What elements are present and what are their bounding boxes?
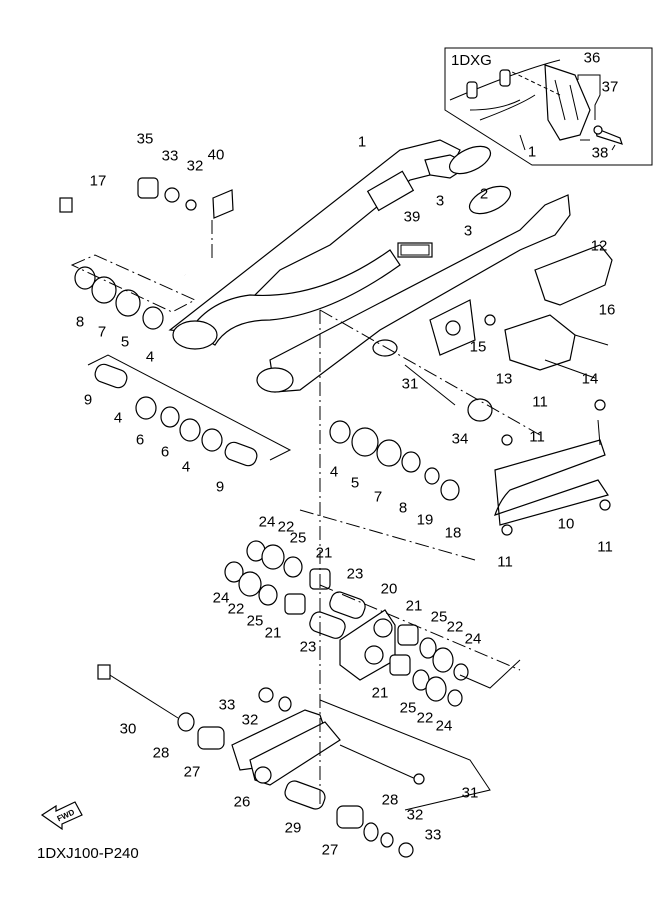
- callout: 21: [264, 624, 282, 642]
- callout: 32: [241, 711, 259, 729]
- callout: 8: [75, 313, 85, 331]
- callout: 21: [405, 597, 423, 615]
- callout: 29: [284, 819, 302, 837]
- relay-arm-group: [224, 540, 469, 707]
- callout: 33: [218, 696, 236, 714]
- connecting-rod-group: [97, 664, 425, 858]
- callout: 23: [346, 565, 364, 583]
- callout-1-inset: 1: [527, 143, 537, 161]
- callout: 9: [215, 478, 225, 496]
- callout: 11: [497, 553, 513, 571]
- callout: 4: [113, 409, 123, 427]
- callout: 6: [160, 443, 170, 461]
- callout: 24: [212, 589, 230, 607]
- fwd-arrow-icon: [40, 801, 83, 831]
- callout-38: 38: [591, 144, 609, 162]
- lower-left-bearing-stack: [94, 363, 258, 467]
- callout: 31: [461, 784, 479, 802]
- callout: 34: [451, 430, 469, 448]
- inset-model-code: 1DXG: [451, 52, 492, 69]
- callout: 21: [371, 684, 389, 702]
- callout: 28: [152, 744, 170, 762]
- callout: 5: [350, 474, 360, 492]
- callout: 14: [581, 370, 599, 388]
- callout: 13: [495, 370, 513, 388]
- callout: 28: [381, 791, 399, 809]
- part-3b: [468, 185, 512, 215]
- callout: 3: [463, 222, 473, 240]
- callout: 3: [435, 192, 445, 210]
- callout: 16: [598, 301, 616, 319]
- callout: 7: [373, 488, 383, 506]
- inset-box: [444, 47, 653, 166]
- callout: 19: [416, 511, 434, 529]
- callout: 25: [430, 608, 448, 626]
- callout: 22: [277, 518, 295, 536]
- callout: 24: [258, 513, 276, 531]
- callout: 4: [145, 348, 155, 366]
- callout: 27: [183, 763, 201, 781]
- callout: 31: [401, 375, 419, 393]
- callout: 22: [227, 600, 245, 618]
- callout: 25: [399, 699, 417, 717]
- right-bearing-stack: [329, 420, 460, 501]
- callout: 33: [161, 147, 179, 165]
- callout: 40: [207, 146, 225, 164]
- callout: 22: [446, 618, 464, 636]
- callout: 4: [181, 458, 191, 476]
- callout: 24: [435, 717, 453, 735]
- callout: 11: [597, 538, 613, 556]
- callout: 11: [532, 393, 548, 411]
- callout: 21: [315, 544, 333, 562]
- callout: 25: [289, 529, 307, 547]
- callout: 20: [380, 580, 398, 598]
- part-13: [504, 314, 576, 371]
- chain-slider-10: [494, 439, 609, 526]
- callout: 5: [120, 333, 130, 351]
- callout: 32: [186, 157, 204, 175]
- callout: 27: [321, 841, 339, 859]
- callout: 22: [416, 709, 434, 727]
- callout: 39: [403, 208, 421, 226]
- callout: 6: [135, 431, 145, 449]
- callout: 11: [529, 428, 545, 446]
- callout: 12: [590, 237, 608, 255]
- pivot-shaft-17: [59, 197, 187, 278]
- callout: 32: [406, 806, 424, 824]
- callout: 33: [424, 826, 442, 844]
- callout: 9: [83, 391, 93, 409]
- swingarm-body: [168, 139, 571, 393]
- callout: 4: [329, 463, 339, 481]
- inset-bracket-detail: [449, 59, 623, 151]
- part-12: [534, 244, 613, 306]
- diagram-code: 1DXJ100-P240: [37, 845, 139, 862]
- part-3a: [448, 145, 492, 175]
- callout: 15: [469, 338, 487, 356]
- callout: 30: [119, 720, 137, 738]
- callout: 26: [233, 793, 251, 811]
- callout: 17: [89, 172, 107, 190]
- callout: 35: [136, 130, 154, 148]
- callout: 24: [464, 630, 482, 648]
- callout: 23: [299, 638, 317, 656]
- callout: 25: [246, 612, 264, 630]
- left-bearing-stack: [74, 266, 164, 330]
- callout: 10: [557, 515, 575, 533]
- callout: 8: [398, 499, 408, 517]
- callout-36: 36: [583, 49, 601, 67]
- callout: 18: [444, 524, 462, 542]
- callout: 2: [479, 185, 489, 203]
- callout: 1: [357, 133, 367, 151]
- callout-37: 37: [601, 78, 619, 96]
- callout: 7: [97, 323, 107, 341]
